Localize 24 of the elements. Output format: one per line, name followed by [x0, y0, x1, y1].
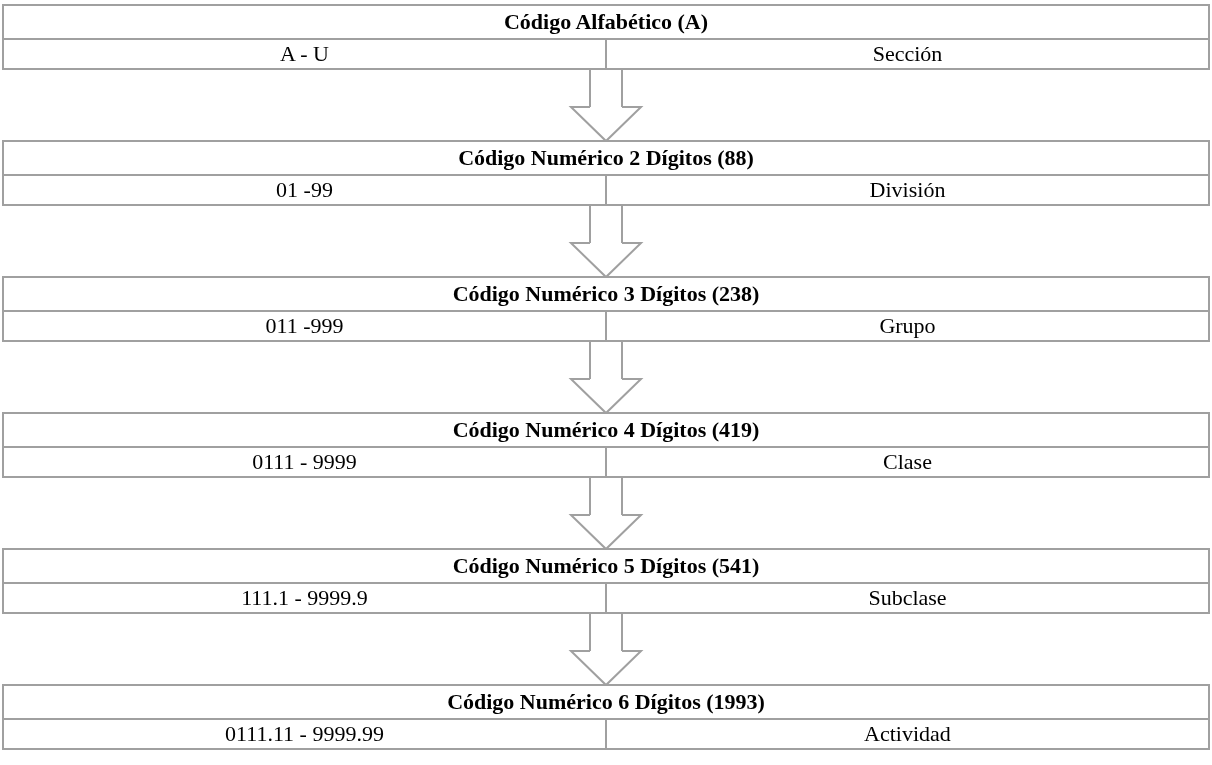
cell-text: 01 -99: [276, 179, 333, 201]
table-header: Código Numérico 6 Dígitos (1993): [4, 686, 1208, 720]
table-header: Código Numérico 4 Dígitos (419): [4, 414, 1208, 448]
cell-text: A - U: [280, 43, 329, 65]
table-header: Código Numérico 3 Dígitos (238): [4, 278, 1208, 312]
cell-text: 0111 - 9999: [252, 451, 357, 473]
table-block: [2, 140, 1210, 206]
table-block: [2, 412, 1210, 478]
cell-text: 111.1 - 9999.9: [241, 587, 368, 609]
cell-text: Actividad: [864, 723, 951, 745]
table-header: Código Numérico 5 Dígitos (541): [4, 550, 1208, 584]
table-block: [2, 276, 1210, 342]
cell-text: División: [869, 179, 946, 201]
table-block: [2, 4, 1210, 70]
table-block: [2, 684, 1210, 750]
cell-text: Subclase: [868, 587, 947, 609]
cell-text: Grupo: [879, 315, 936, 337]
cell-text: 0111.11 - 9999.99: [225, 723, 384, 745]
table-header: Código Alfabético (A): [4, 6, 1208, 40]
cell-text: Sección: [872, 43, 943, 65]
table-block: [2, 548, 1210, 614]
table-header: Código Numérico 2 Dígitos (88): [4, 142, 1208, 176]
cell-text: Clase: [883, 451, 932, 473]
cell-text: 011 -999: [265, 315, 344, 337]
